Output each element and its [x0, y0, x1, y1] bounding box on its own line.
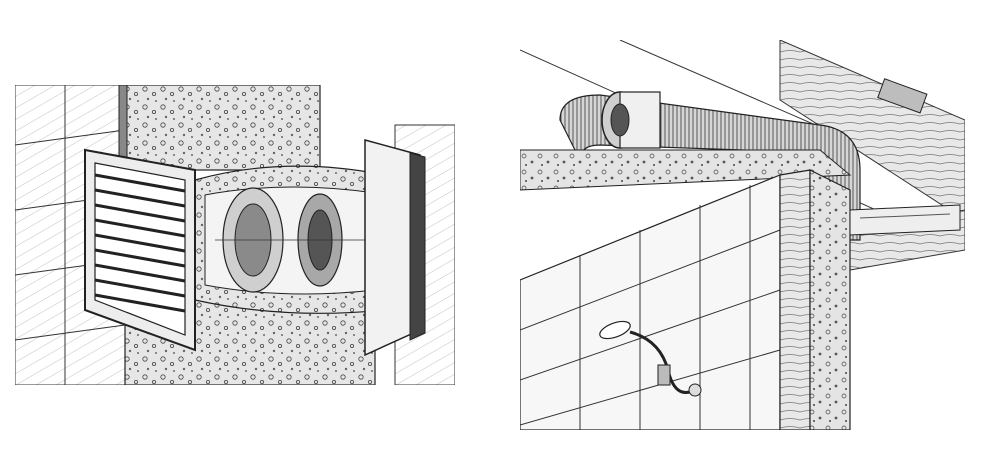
inline-fan: [601, 91, 661, 149]
ceiling-duct-drawing: [520, 40, 965, 430]
tiled-wall: [520, 174, 781, 430]
wall-column: [779, 169, 851, 430]
duct-tube: [194, 165, 386, 314]
wall-plate: [364, 139, 426, 357]
wall-fan-drawing: [15, 85, 455, 385]
ceiling-slab: [520, 149, 852, 191]
ceiling-vent: [849, 204, 961, 236]
ceiling-duct-illustration: [520, 40, 965, 430]
shower-head: [599, 320, 702, 397]
louvred-grille: [84, 148, 196, 352]
wall-fan-illustration: [15, 85, 455, 385]
